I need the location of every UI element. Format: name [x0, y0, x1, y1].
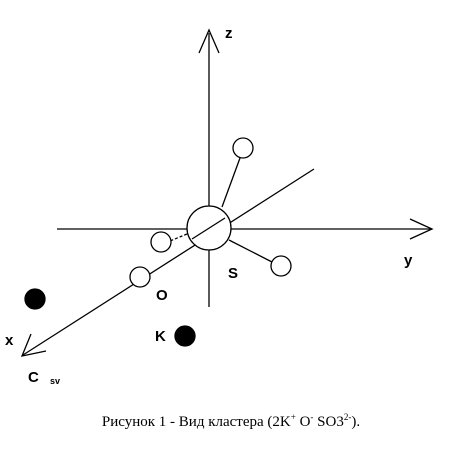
- oxygen-atom-top: [232, 137, 254, 159]
- caption-sup-oxygen-charge: -: [310, 412, 314, 422]
- oxygen-label: O: [156, 287, 168, 304]
- caption-suffix: ).: [351, 414, 361, 430]
- x-axis-label: x: [5, 332, 14, 349]
- z-axis-arrowhead: [198, 28, 220, 54]
- x-axis-through-s: [191, 217, 226, 240]
- figure-caption: Рисунок 1 - Вид кластера (2K+ O- SO32-).: [0, 412, 462, 431]
- bond-s-o-top: [221, 157, 241, 208]
- axes: [20, 28, 434, 357]
- oxygen-atom-on-x-axis: [129, 266, 151, 288]
- caption-prefix: Рисунок 1 - Вид кластера (2K: [101, 414, 291, 430]
- caption-sulfite: SO3: [313, 414, 344, 430]
- potassium-atom-left: [24, 288, 46, 310]
- oxygen-atom-right: [270, 255, 292, 277]
- potassium-atom-right: [174, 325, 196, 347]
- sulfur-label: S: [228, 265, 239, 282]
- x-axis-arrowhead: [20, 333, 47, 357]
- bonds: [169, 157, 273, 263]
- caption-sup-potassium-charge: +: [290, 412, 296, 422]
- caption-sup-sulfite-charge: 2-: [343, 412, 352, 422]
- y-axis-arrowhead: [409, 218, 434, 240]
- oxygen-atom-left: [150, 231, 172, 253]
- bond-s-o-right: [228, 239, 273, 263]
- z-axis-label: z: [225, 25, 233, 42]
- atoms: [24, 137, 292, 347]
- x-axis: [22, 168, 315, 356]
- symmetry-group-subscript: sv: [50, 376, 61, 386]
- caption-oxygen: O: [295, 414, 311, 430]
- y-axis-label: y: [404, 252, 413, 269]
- bond-s-o-left: [169, 233, 188, 242]
- potassium-label: K: [155, 328, 166, 345]
- symmetry-group-label: C: [28, 369, 39, 386]
